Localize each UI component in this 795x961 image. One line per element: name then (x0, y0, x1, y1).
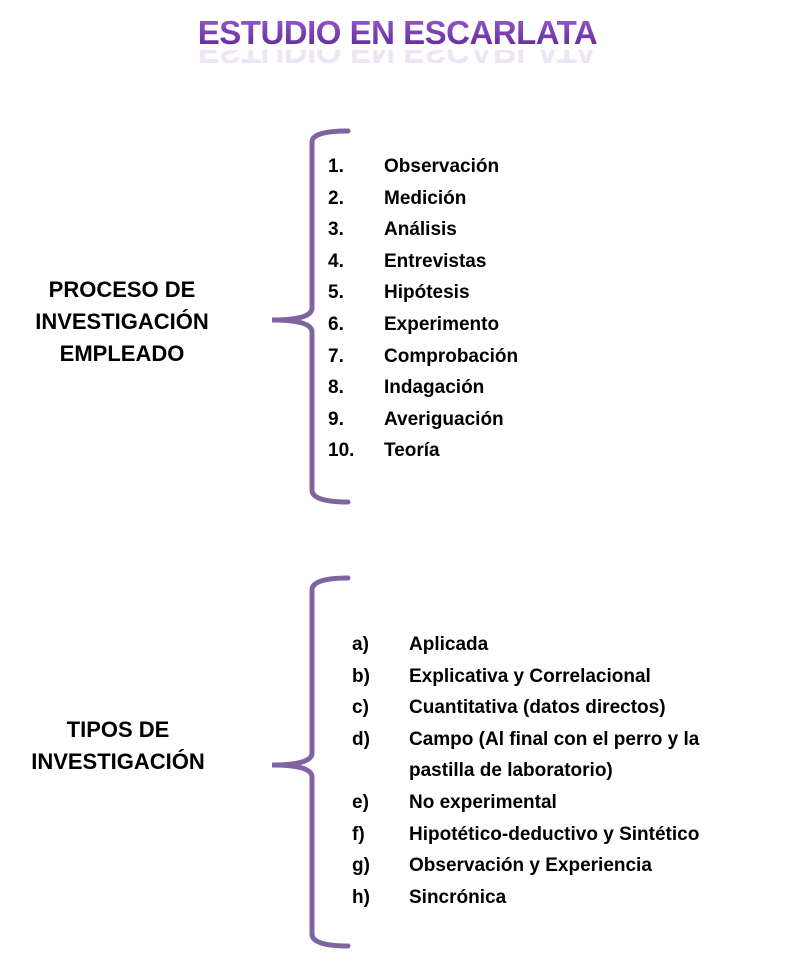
list-item-number: 4. (328, 250, 344, 272)
list-item: Aplicada (409, 634, 489, 655)
list-item: Entrevistas (384, 250, 487, 272)
list-item-letter: h) (352, 886, 370, 908)
list-item-number: 7. (328, 345, 344, 367)
list-item: Averiguación (384, 408, 504, 430)
list-item: Campo (Al final con el perro y la (409, 728, 700, 750)
page-title: ESTUDIO EN ESCARLATA (0, 14, 795, 52)
brace-types (271, 575, 351, 949)
list-item: Hipotético-deductivo y Sintético (409, 823, 700, 845)
list-item-letter: g) (352, 855, 370, 877)
list-item-number: 3. (328, 219, 344, 241)
list-item-number: 2. (328, 187, 344, 209)
list-item: Sincrónica (409, 886, 507, 908)
list-item-letter: a) (352, 634, 369, 655)
list-item: Experimento (384, 314, 500, 335)
list-item-letter: e) (352, 792, 369, 813)
list-item: Observación (384, 156, 500, 177)
list-item: Comprobación (384, 345, 519, 367)
list-item-number: 8. (328, 377, 344, 399)
list-item: Observación y Experiencia (409, 855, 652, 877)
list-item-letter: c) (352, 697, 369, 719)
list-item-continuation: pastilla de laboratorio) (409, 760, 613, 782)
list-item: Cuantitativa (datos directos) (409, 697, 666, 719)
list-item: Hipótesis (384, 282, 470, 304)
list-item: Teoría (384, 440, 440, 462)
list-item-number: 10. (328, 440, 355, 462)
list-item: Indagación (384, 377, 485, 399)
list-item-number: 9. (328, 408, 344, 430)
list-item-letter: d) (352, 728, 370, 750)
list-item: Explicativa y Correlacional (409, 665, 651, 687)
list-item-letter: b) (352, 665, 370, 687)
list-item-number: 6. (328, 314, 344, 335)
brace-process (271, 128, 351, 505)
list-item: Análisis (384, 219, 457, 241)
list-item: No experimental (409, 792, 557, 813)
list-item-letter: f) (352, 823, 365, 845)
list-item-number: 5. (328, 282, 344, 304)
list-item-number: 1. (328, 156, 344, 177)
list-item: Medición (384, 187, 467, 209)
